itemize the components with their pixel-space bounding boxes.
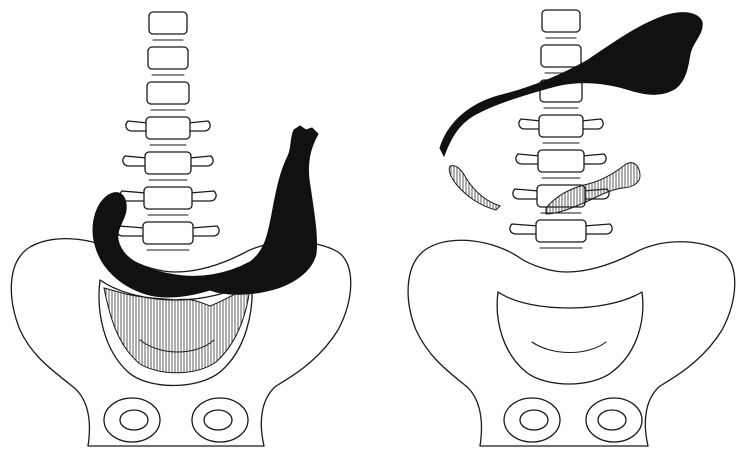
left-transverse-process-right [189,156,213,166]
right-obturator-left-inner [520,410,548,430]
right-transverse-process-right [584,224,612,234]
left-transverse-process-left [123,156,147,166]
left-vertebral-body [146,117,190,139]
left-vertebra-3 [147,82,189,110]
right-pelvis [408,240,735,446]
right-vertebral-body [538,150,584,172]
left-vertebral-body [149,12,187,34]
right-vertebral-body [539,115,583,137]
left-obturator-left-inner [120,410,148,430]
left-obturator-right-inner [204,410,232,430]
right-vertebra-5 [516,150,606,178]
right-panel [408,10,735,446]
left-vertebral-body [143,222,193,244]
left-vertebra-2 [148,47,188,75]
left-vertebra-5 [123,152,213,180]
left-vertebral-body [145,152,191,174]
left-transverse-process-left [117,226,145,236]
right-vertebra-7 [510,220,612,248]
right-vertebra-4 [519,115,603,143]
left-vertebra-6 [120,187,216,215]
left-vertebra-1 [149,12,187,40]
right-transverse-process-right [582,154,606,164]
left-vertebral-body [147,82,189,104]
left-transverse-process-right [188,121,210,131]
left-panel [11,12,350,446]
right-transverse-process-left [510,224,538,234]
right-vertebral-body [541,45,581,67]
left-transverse-process-left [126,121,148,131]
right-transverse-process-right [581,119,603,129]
right-vertebral-body [542,10,580,32]
left-vertebra-7 [117,222,219,250]
left-vertebral-body [148,47,188,69]
right-transverse-process-left [513,189,539,199]
right-transverse-process-left [519,119,541,129]
right-vertebral-body [536,220,586,242]
right-obturator-right-inner [598,410,626,430]
left-spine [117,12,219,250]
right-vertebra-1 [542,10,580,38]
left-vertebral-body [144,187,192,209]
right-spine [510,10,612,248]
left-transverse-process-right [191,226,219,236]
right-transverse-process-left [516,154,540,164]
left-vertebra-4 [126,117,210,145]
right-hatched-fragment-left [449,166,500,210]
left-transverse-process-right [190,191,216,201]
